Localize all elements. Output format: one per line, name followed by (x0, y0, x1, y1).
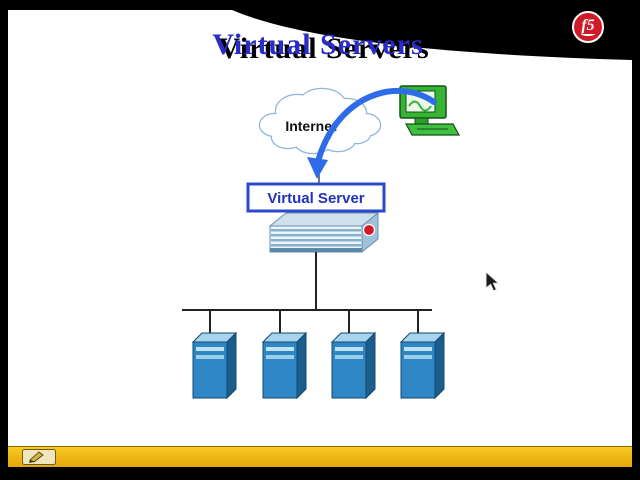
f5-logo-text: f5 (581, 17, 595, 34)
arrowhead (307, 157, 328, 179)
bigip-appliance-icon (268, 211, 380, 254)
server-tower-icon (400, 332, 445, 399)
pen-tool-icon (22, 449, 56, 465)
presenter-toolbar (8, 446, 632, 467)
slide: Virtual Servers f5 (8, 10, 632, 446)
internet-cloud-icon: Internet (258, 87, 382, 155)
slide-decoration-swoosh (232, 10, 632, 60)
server-tower-icon (192, 332, 237, 399)
server-tower-icon (331, 332, 376, 399)
pen-tool-button[interactable] (22, 449, 56, 465)
virtual-server-box: Virtual Server (246, 182, 386, 213)
client-to-virtual-server-arrow (307, 87, 437, 179)
server-tower-icon (262, 332, 307, 399)
f5-logo: f5 (572, 11, 604, 43)
server-pool (192, 332, 445, 399)
network-diagram: Internet Virtual Server (182, 85, 500, 399)
swoosh-shape (232, 10, 632, 60)
appliance-f5-ball-icon (362, 223, 376, 237)
mouse-cursor-icon (485, 270, 500, 292)
network-lines (182, 252, 432, 343)
virtual-server-label: Virtual Server (267, 190, 364, 207)
internet-label: Internet (285, 118, 337, 134)
f5-logo-swoosh-icon (581, 32, 595, 36)
slide-title: Virtual Servers (212, 28, 424, 61)
